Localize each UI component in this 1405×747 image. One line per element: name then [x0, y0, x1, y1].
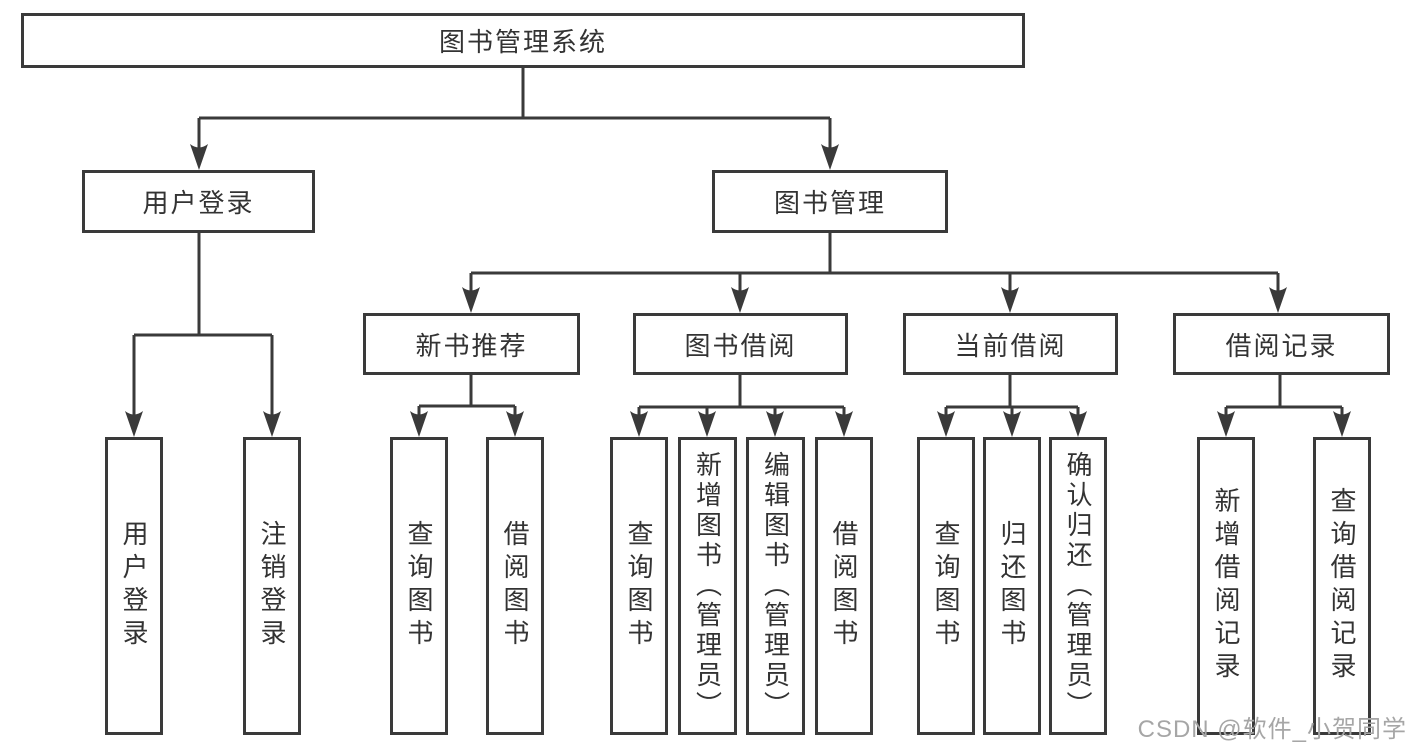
leaf-query-books-2: 查询图书	[610, 437, 668, 735]
node-borrow-records: 借阅记录	[1173, 313, 1390, 375]
node-current-borrow: 当前借阅	[903, 313, 1118, 375]
leaf-logout: 注销登录	[243, 437, 301, 735]
leaf-query-books-3: 查询图书	[917, 437, 975, 735]
node-user-login: 用户登录	[82, 170, 315, 233]
node-book-borrow: 图书借阅	[633, 313, 848, 375]
leaf-borrow-books-2: 借阅图书	[815, 437, 873, 735]
arrowheads	[125, 144, 1351, 437]
leaf-user-login: 用户登录	[105, 437, 163, 735]
node-book-management: 图书管理	[712, 170, 948, 233]
node-new-book-recommend: 新书推荐	[363, 313, 580, 375]
watermark: CSDN @软件_小贺同学	[1137, 716, 1405, 743]
leaf-confirm-return-admin: 确认归还（管理员）	[1049, 437, 1107, 735]
leaf-return-books: 归还图书	[983, 437, 1041, 735]
node-root: 图书管理系统	[21, 13, 1025, 68]
leaf-query-books-1: 查询图书	[390, 437, 448, 735]
leaf-add-borrow-record: 新增借阅记录	[1197, 437, 1255, 735]
leaf-query-borrow-record: 查询借阅记录	[1313, 437, 1371, 735]
leaf-edit-books-admin: 编辑图书（管理员）	[746, 437, 805, 735]
leaf-borrow-books-1: 借阅图书	[486, 437, 544, 735]
leaf-add-books-admin: 新增图书（管理员）	[678, 437, 737, 735]
